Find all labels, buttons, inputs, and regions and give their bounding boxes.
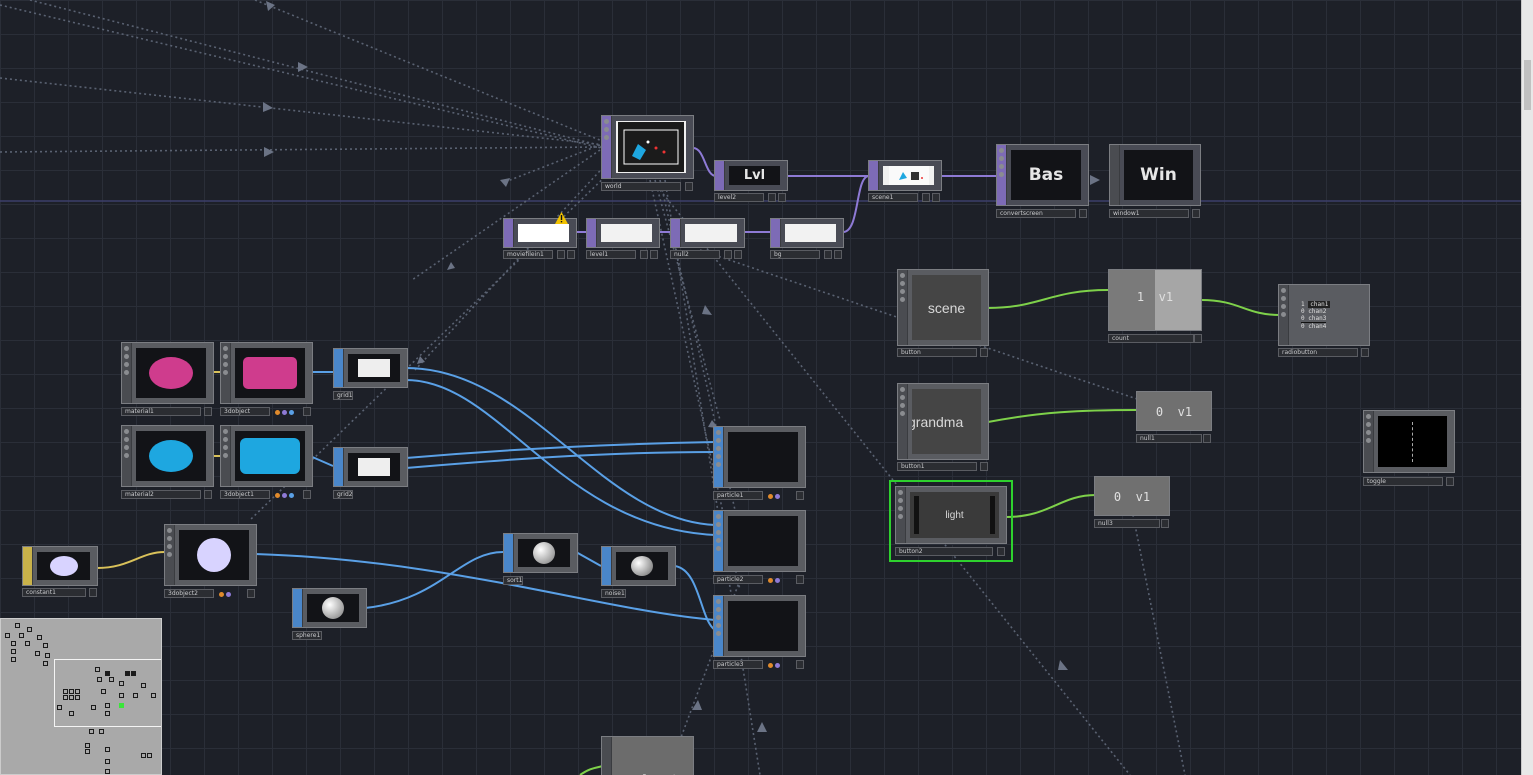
radio-row: 1 chan1	[1301, 300, 1331, 308]
node-label: particle1	[713, 491, 763, 500]
node-label: 3dobject2	[164, 589, 214, 598]
node-bg[interactable]: bg	[770, 218, 844, 259]
count-value: 1	[1136, 290, 1145, 304]
radio-row: 0 chan2	[1301, 307, 1327, 315]
node-label: null1	[1136, 434, 1202, 443]
node-label: material2	[121, 490, 201, 499]
node-moviefilein1[interactable]: moviefilein1	[503, 212, 577, 259]
node-sphere1[interactable]: sphere1	[292, 588, 367, 640]
node-noise1[interactable]: noise1	[601, 546, 676, 598]
node-label: button2	[895, 547, 993, 556]
node-button[interactable]: scene button	[897, 269, 989, 357]
vertical-scrollbar[interactable]	[1521, 0, 1533, 775]
node-label: level2	[714, 193, 764, 202]
node-material1[interactable]: material1	[121, 342, 214, 416]
scrollbar-thumb[interactable]	[1524, 60, 1531, 110]
node-button2[interactable]: light button2	[889, 480, 1013, 562]
node-particle3[interactable]: particle3	[713, 595, 806, 669]
node-material2[interactable]: material2	[121, 425, 214, 499]
node-label: sphere1	[292, 631, 322, 640]
node-3dobject2[interactable]: 3dobject2	[164, 524, 257, 598]
convertscreen-text: Bas	[1028, 165, 1064, 185]
node-label: constant1	[22, 588, 86, 597]
radio-row: 0 chan3	[1301, 314, 1327, 322]
node-label: particle3	[713, 660, 763, 669]
node-label: noise1	[601, 589, 626, 598]
level2-text: Lvl	[743, 168, 766, 183]
node-label: button	[897, 348, 977, 357]
node-label: 3dobject	[220, 407, 270, 416]
node-label: count	[1108, 334, 1194, 343]
node-world[interactable]: world	[601, 115, 694, 191]
network-minimap[interactable]	[0, 618, 162, 775]
button2-text: light	[945, 509, 964, 521]
node-label: grid1	[333, 391, 353, 400]
node-label: grid2	[333, 490, 353, 499]
warning-triangle-icon[interactable]	[555, 212, 568, 224]
node-level2[interactable]: Lvl level2	[714, 160, 788, 202]
node-label: null2	[670, 250, 720, 259]
node-grid2[interactable]: grid2	[333, 447, 408, 499]
node-label: convertscreen	[996, 209, 1076, 218]
world-preview	[616, 121, 686, 173]
node-particle2[interactable]: particle2	[713, 510, 806, 584]
node-window1[interactable]: Win window1	[1109, 144, 1201, 218]
node-sound[interactable]: 0 sound	[601, 736, 694, 775]
node-radiobutton[interactable]: 1 chan1 0 chan2 0 chan3 0 chan4 radiobut…	[1278, 284, 1370, 357]
node-label: world	[601, 182, 681, 191]
node-label: button1	[897, 462, 977, 471]
node-label: particle2	[713, 575, 763, 584]
node-label: level1	[586, 250, 636, 259]
node-scene1[interactable]: scene1	[868, 160, 942, 202]
node-sort1[interactable]: sort1	[503, 533, 578, 585]
node-label: moviefilein1	[503, 250, 553, 259]
node-label: material1	[121, 407, 201, 416]
button-text: scene	[927, 299, 966, 316]
node-label: 3dobject1	[220, 490, 270, 499]
node-level1[interactable]: level1	[586, 218, 660, 259]
node-particle1[interactable]: particle1	[713, 426, 806, 500]
node-toggle[interactable]: toggle	[1363, 410, 1455, 486]
node-constant1[interactable]: constant1	[22, 546, 98, 597]
minimap-viewport[interactable]	[54, 659, 161, 727]
node-null2[interactable]: null2	[670, 218, 745, 259]
node-label: sort1	[503, 576, 523, 585]
node-label: scene1	[868, 193, 918, 202]
node-label: toggle	[1363, 477, 1443, 486]
node-convertscreen[interactable]: Bas convertscreen	[996, 144, 1089, 218]
node-null1[interactable]: 0 v1 null1	[1136, 391, 1212, 443]
radio-row: 0 chan4	[1301, 321, 1327, 330]
node-label: window1	[1109, 209, 1189, 218]
button1-text: grandma	[912, 413, 964, 430]
node-grid1[interactable]: grid1	[333, 348, 408, 400]
node-count[interactable]: 1 v1 count	[1108, 269, 1202, 343]
node-3dobject1[interactable]: 3dobject1	[220, 425, 313, 499]
node-button1[interactable]: grandma button1	[897, 383, 989, 471]
node-label: null3	[1094, 519, 1160, 528]
node-label: radiobutton	[1278, 348, 1358, 357]
window1-text: Win	[1140, 165, 1177, 185]
node-label: bg	[770, 250, 820, 259]
count-channel: v1	[1158, 290, 1174, 304]
sound-value: 0	[642, 773, 647, 775]
node-null3[interactable]: 0 v1 null3	[1094, 476, 1170, 528]
node-3dobject[interactable]: 3dobject	[220, 342, 313, 416]
